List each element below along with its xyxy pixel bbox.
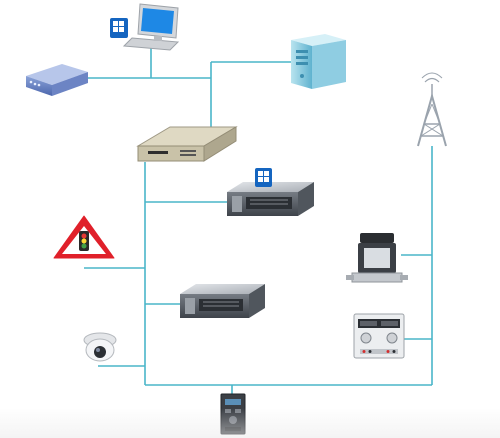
- traffic-light-warning-sign-icon: [53, 215, 115, 259]
- tower-server-icon: [291, 34, 346, 89]
- router-icon: [136, 126, 238, 162]
- windows-logo-icon: [110, 18, 128, 38]
- network-switch-icon: [26, 64, 88, 96]
- mass-flow-controller-icon: [346, 233, 408, 283]
- dome-camera-icon: [83, 332, 117, 362]
- rack-server-icon: [180, 284, 265, 318]
- desktop-computer-icon: [122, 3, 180, 51]
- connection-lines: [84, 44, 433, 395]
- rack-server-icon: [227, 182, 314, 216]
- radio-tower-icon: [417, 72, 447, 147]
- windows-logo-icon: [255, 168, 272, 187]
- power-supply-icon: [353, 313, 405, 359]
- bottom-shadow: [0, 408, 500, 438]
